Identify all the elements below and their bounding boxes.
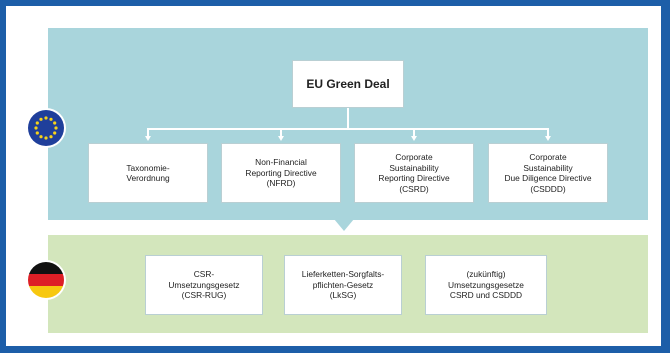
branch-drop-4 (547, 129, 549, 137)
branch-drop-3 (413, 129, 415, 137)
de-flag-black-stripe (28, 262, 64, 274)
branch-arrow-2 (278, 136, 284, 141)
root-connector (347, 108, 349, 129)
eu-flag-stars (34, 116, 58, 140)
branch-arrow-3 (411, 136, 417, 141)
eu-box-csddd: Corporate Sustainability Due Diligence D… (488, 143, 608, 203)
eu-flag-icon (28, 110, 64, 146)
de-box-lksg: Lieferketten-Sorgfalts- pflichten-Gesetz… (284, 255, 402, 315)
branch-drop-1 (147, 129, 149, 137)
de-flag-gold-stripe (28, 286, 64, 298)
branch-drop-2 (280, 129, 282, 137)
eu-green-deal-box: EU Green Deal (292, 60, 404, 108)
eu-box-nfrd: Non-Financial Reporting Directive (NFRD) (221, 143, 341, 203)
branch-connector (147, 128, 549, 130)
de-box-future-laws: (zukünftig) Umsetzungsgesetze CSRD und C… (425, 255, 547, 315)
de-box-csr-rug: CSR- Umsetzungsgesetz (CSR-RUG) (145, 255, 263, 315)
german-flag-icon (28, 262, 64, 298)
eu-box-csrd: Corporate Sustainability Reporting Direc… (354, 143, 474, 203)
branch-arrow-1 (145, 136, 151, 141)
de-flag-red-stripe (28, 274, 64, 286)
eu-box-taxonomie: Taxonomie- Verordnung (88, 143, 208, 203)
eu-band-pointer (334, 219, 354, 231)
branch-arrow-4 (545, 136, 551, 141)
